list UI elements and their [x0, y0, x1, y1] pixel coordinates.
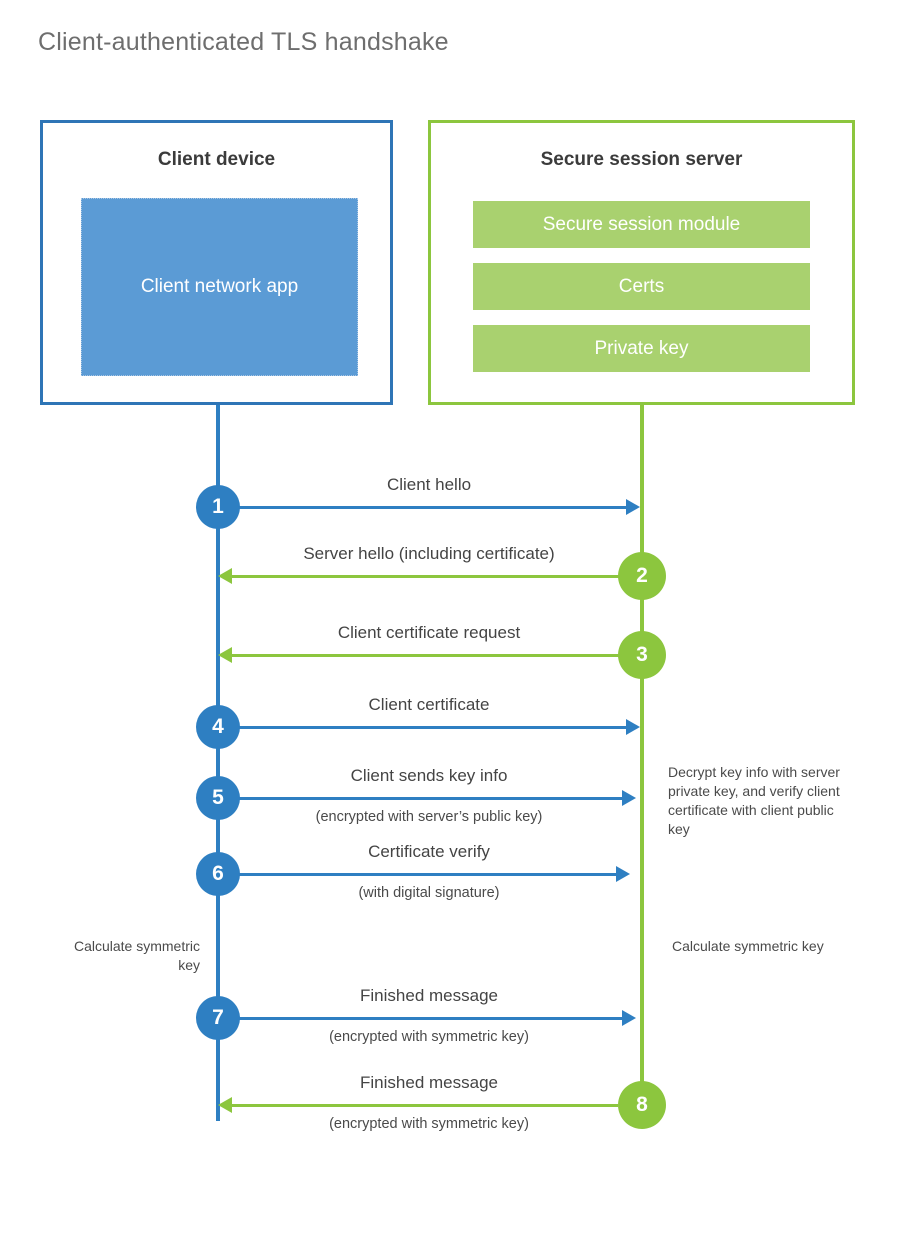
arrow-head-right-icon	[616, 866, 630, 882]
message-label-6: Certificate verify	[368, 842, 490, 861]
secure-session-server-box: Secure session server Secure session mod…	[428, 120, 855, 405]
arrow-head-right-icon	[626, 499, 640, 515]
annotation-calculate-symmetric-key-server: Calculate symmetric key	[672, 938, 824, 954]
step-number-7: 7	[212, 1006, 224, 1029]
step-circle-5[interactable]: 5	[196, 776, 240, 820]
step-number-3: 3	[636, 643, 648, 666]
message-sublabel-5: (encrypted with server’s public key)	[315, 809, 543, 825]
arrow-head-right-icon	[622, 1010, 636, 1026]
message-line-7	[218, 1017, 622, 1020]
message-line-1	[218, 506, 626, 509]
message-sublabel-8: (encrypted with symmetric key)	[329, 1116, 529, 1132]
arrow-head-left-icon	[218, 1097, 232, 1113]
step-circle-6[interactable]: 6	[196, 852, 240, 896]
message-label-4: Client certificate	[368, 695, 490, 714]
annotation-calculate-symmetric-key-client: Calculate symmetric key	[73, 938, 200, 973]
client-network-app-label: Client network app	[140, 276, 299, 297]
arrow-head-left-icon	[218, 568, 232, 584]
message-line-6	[218, 873, 616, 876]
step-number-6: 6	[212, 862, 224, 885]
step-number-5: 5	[212, 786, 224, 809]
step-number-8: 8	[636, 1093, 648, 1116]
secure-session-server-title: Secure session server	[540, 149, 743, 170]
server-component-certs: Certs	[473, 263, 810, 310]
message-line-8	[232, 1104, 618, 1107]
message-sublabel-6: (with digital signature)	[358, 885, 500, 901]
client-device-box: Client device Client network app	[40, 120, 393, 405]
message-line-5	[218, 797, 622, 800]
message-label-3: Client certificate request	[337, 623, 521, 642]
page-title: Client-authenticated TLS handshake	[38, 28, 449, 56]
step-circle-2[interactable]: 2	[618, 552, 666, 600]
step-circle-8[interactable]: 8	[618, 1081, 666, 1129]
arrow-head-left-icon	[218, 647, 232, 663]
step-number-2: 2	[636, 564, 648, 587]
message-line-2	[232, 575, 624, 578]
message-label-1: Client hello	[386, 475, 472, 494]
client-lifeline	[216, 405, 220, 1121]
message-line-3	[232, 654, 624, 657]
message-label-5: Client sends key info	[350, 766, 508, 785]
step-circle-4[interactable]: 4	[196, 705, 240, 749]
client-device-title: Client device	[157, 149, 276, 170]
step-circle-1[interactable]: 1	[196, 485, 240, 529]
step-circle-7[interactable]: 7	[196, 996, 240, 1040]
message-label-7: Finished message	[360, 986, 498, 1005]
server-lifeline	[640, 405, 644, 1105]
message-label-8: Finished message	[360, 1073, 498, 1092]
server-component-private-key: Private key	[473, 325, 810, 372]
step-number-1: 1	[212, 495, 224, 518]
message-label-2: Server hello (including certificate)	[303, 544, 555, 563]
arrow-head-right-icon	[626, 719, 640, 735]
server-component-secure-session-module: Secure session module	[473, 201, 810, 248]
step-number-4: 4	[212, 715, 224, 738]
step-circle-3[interactable]: 3	[618, 631, 666, 679]
annotation-decrypt-key-info: Decrypt key info with server private key…	[668, 764, 840, 837]
client-network-app-block: Client network app	[81, 198, 358, 376]
message-sublabel-7: (encrypted with symmetric key)	[329, 1029, 529, 1045]
arrow-head-right-icon	[622, 790, 636, 806]
message-line-4	[218, 726, 626, 729]
